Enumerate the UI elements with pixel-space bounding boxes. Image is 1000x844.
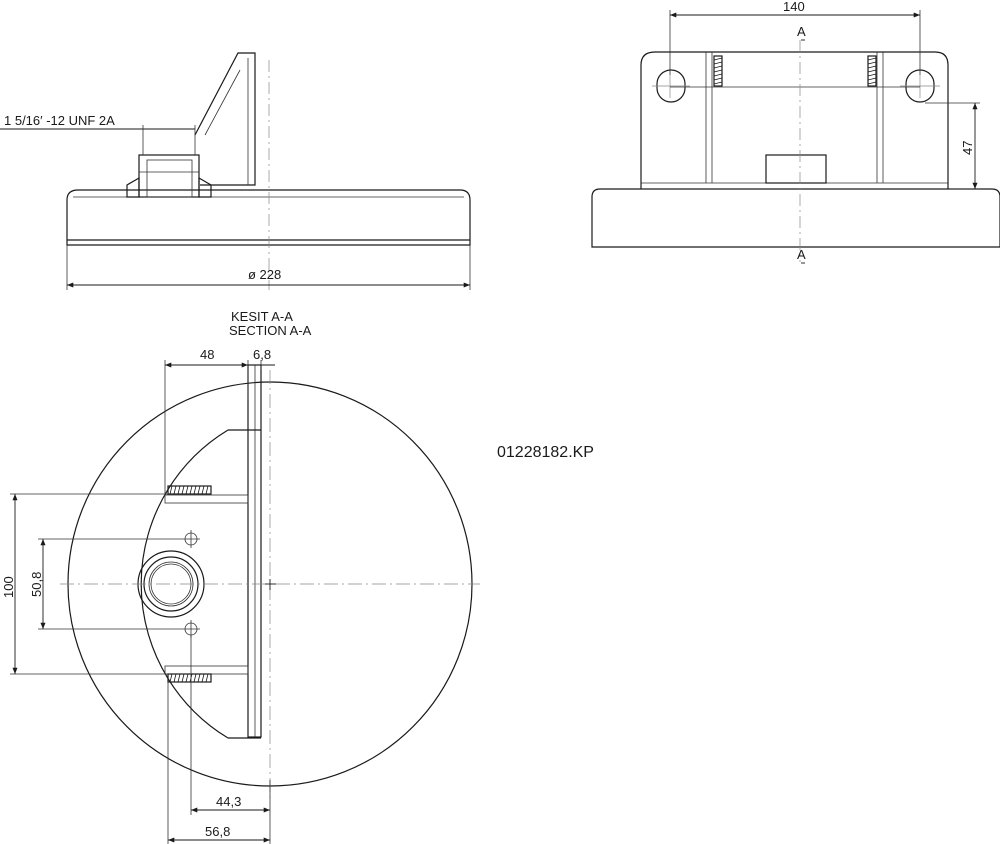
bracket-plate-diagonal: [204, 69, 241, 136]
bracket-plate: [194, 52, 256, 186]
nut: [126, 176, 212, 198]
section-plate: [247, 364, 262, 738]
section-title-line2: SECTION A-A: [229, 323, 312, 338]
threaded-boss: [138, 154, 200, 198]
hole-spacing-small-label: 50,8: [29, 572, 44, 597]
bolt-spacing-label: 100: [1, 576, 16, 598]
hole-spacing-label: 140: [783, 0, 805, 14]
offset-a-label: 44,3: [216, 794, 241, 809]
part-code: 01228182.KP: [497, 444, 594, 461]
top-width-label: 48: [200, 347, 214, 362]
plate-thickness-label: 6,8: [253, 347, 271, 362]
section-view: KESIT A-A SECTION A-A: [1, 309, 480, 844]
stud-left: [713, 55, 723, 87]
offset-b-label: 56,8: [205, 824, 230, 839]
boss-ring-outer: [137, 550, 205, 618]
threaded-boss-inner: [146, 159, 193, 198]
mount-flange: [640, 51, 949, 189]
section-title-line1: KESIT A-A: [231, 309, 293, 324]
section-marker-bottom: A: [797, 247, 806, 262]
lower-rib: [164, 665, 249, 675]
thread-spec-label: 1 5/16′ -12 UNF 2A: [4, 113, 115, 128]
front-boss: [765, 154, 827, 184]
section-stud-lower: [167, 673, 212, 683]
base-disc-outline: [66, 189, 471, 246]
stud-right: [867, 55, 877, 87]
upper-rib: [164, 494, 249, 504]
diameter-label: ø 228: [248, 267, 281, 282]
height-label: 47: [960, 141, 975, 155]
section-stud-upper: [167, 485, 212, 495]
section-marker-top: A: [797, 24, 806, 39]
small-hole-upper: [182, 530, 200, 548]
front-view: A A 140 47: [591, 0, 1000, 264]
base-disc-front: [591, 188, 1000, 248]
side-view: 1 5/16′ -12 UNF 2A ø 228: [0, 52, 471, 290]
